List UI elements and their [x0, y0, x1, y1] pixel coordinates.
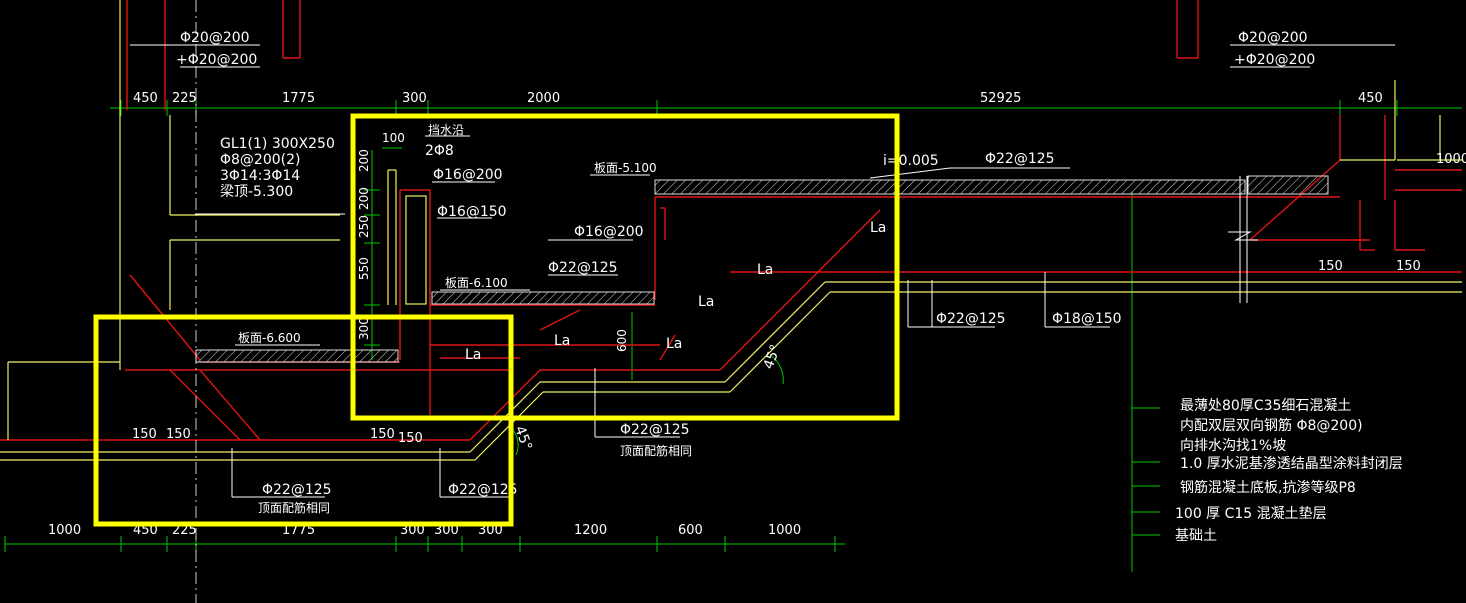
level-5100: 板面-5.100 [594, 161, 657, 175]
rebar-top-right-2: +Φ20@200 [1234, 52, 1315, 68]
dim-100: 100 [382, 131, 405, 145]
rebar-16-200a: Φ16@200 [433, 167, 503, 183]
layer-note-7: 基础土 [1175, 527, 1217, 544]
concrete-outline [0, 0, 1462, 441]
dim-bot-1000b: 1000 [768, 523, 801, 538]
la-label-2: La [757, 262, 773, 278]
layer-note-5: 钢筋混凝土底板,抗渗等级P8 [1180, 479, 1356, 496]
la-label-3: La [698, 294, 714, 310]
dim-top-2000: 2000 [527, 91, 560, 106]
dim-bot-1775: 1775 [282, 523, 315, 538]
vdim-550: 550 [357, 257, 371, 280]
beam-note-2: Φ8@200(2) [220, 152, 300, 168]
dim-150-b: 150 [166, 427, 191, 442]
labels: 450 225 1775 300 2000 52925 450 1000 Φ20… [48, 30, 1466, 544]
rebar-18-150: Φ18@150 [1052, 311, 1122, 327]
screed-upper-right [1247, 175, 1329, 195]
dim-top-225: 225 [172, 91, 197, 106]
dim-150-f: 150 [1396, 259, 1421, 274]
dim-top-1775: 1775 [282, 91, 315, 106]
la-label-4: La [554, 333, 570, 349]
layer-note-1: 最薄处80厚C35细石混凝土 [1180, 398, 1351, 414]
level-6100: 板面-6.100 [445, 276, 508, 290]
rebar-top-left-2: +Φ20@200 [176, 52, 257, 68]
dim-top-52925: 52925 [980, 91, 1021, 106]
beam-note-4: 梁顶-5.300 [220, 184, 293, 200]
dim-bot-300a: 300 [400, 523, 425, 538]
dim-bot-600: 600 [678, 523, 703, 538]
screed-lower [195, 349, 399, 363]
screed-mid [431, 291, 655, 305]
beam-note-1: GL1(1) 300X250 [220, 136, 335, 152]
dim-bot-300b: 300 [434, 523, 459, 538]
screed-layers [195, 175, 1329, 363]
same-top-note-mid: 顶面配筋相同 [620, 443, 692, 458]
vdim-200a: 200 [357, 149, 371, 172]
dim-bot-450: 450 [133, 523, 158, 538]
rebar-22-125a: Φ22@125 [548, 260, 618, 276]
rebar-top-left-1: Φ20@200 [180, 30, 250, 46]
angle-45-left: 45° [511, 424, 535, 453]
rebar-22-125c: Φ22@125 [620, 422, 690, 438]
rebar-22-125mid: Φ22@125 [936, 311, 1006, 327]
same-top-note-left: 顶面配筋相同 [258, 500, 330, 515]
layer-note-2: 内配双层双向钢筋 Φ8@200) [1180, 417, 1363, 434]
dim-150-c: 150 [370, 427, 395, 442]
vdim-300: 300 [357, 317, 371, 340]
dimension-lines [4, 100, 1462, 572]
rebar-22-125top: Φ22@125 [985, 151, 1055, 167]
layer-note-4: 1.0 厚水泥基渗透结晶型涂料封闭层 [1180, 455, 1403, 472]
la-label-5: La [666, 336, 682, 352]
dim-top-450: 450 [133, 91, 158, 106]
dim-bot-225: 225 [172, 523, 197, 538]
rebar-lines [0, 0, 1462, 461]
level-6600: 板面-6.600 [238, 331, 301, 345]
waterstop-label: 挡水沿 [428, 123, 464, 137]
dim-600: 600 [615, 329, 629, 352]
dim-top-450-right: 450 [1358, 91, 1383, 106]
slope-label: i=0.005 [883, 153, 939, 169]
dim-right-1000: 1000 [1436, 152, 1466, 167]
rebar-top-right-1: Φ20@200 [1238, 30, 1308, 46]
layer-note-6: 100 厚 C15 混凝土垫层 [1175, 506, 1327, 522]
dim-150-a: 150 [132, 427, 157, 442]
highlight-box-upper [350, 113, 900, 421]
dim-bot-1200: 1200 [574, 523, 607, 538]
dim-top-300: 300 [402, 91, 427, 106]
vdim-250: 250 [357, 215, 371, 238]
angle-45-right: 45° [761, 343, 785, 372]
vdim-200b: 200 [357, 187, 371, 210]
rebar-22-125left: Φ22@125 [262, 482, 332, 498]
rebar-16-150: Φ16@150 [437, 204, 507, 220]
rebar-16-200b: Φ16@200 [574, 224, 644, 240]
dim-bot-1000: 1000 [48, 523, 81, 538]
beam-note-3: 3Φ14:3Φ14 [220, 168, 300, 184]
screed-upper [654, 179, 1246, 195]
leader-lines [130, 44, 1395, 498]
layer-note-3: 向排水沟找1%坡 [1180, 438, 1286, 454]
dim-150-e: 150 [1318, 259, 1343, 274]
la-label-6: La [465, 347, 481, 363]
la-label-1: La [870, 220, 886, 236]
highlight-box-lower [93, 314, 514, 527]
dim-bot-300c: 300 [478, 523, 503, 538]
waterstop-rebar: 2Φ8 [425, 143, 454, 159]
rebar-22-125right: Φ22@125 [448, 482, 518, 498]
dim-150-d: 150 [398, 431, 423, 446]
